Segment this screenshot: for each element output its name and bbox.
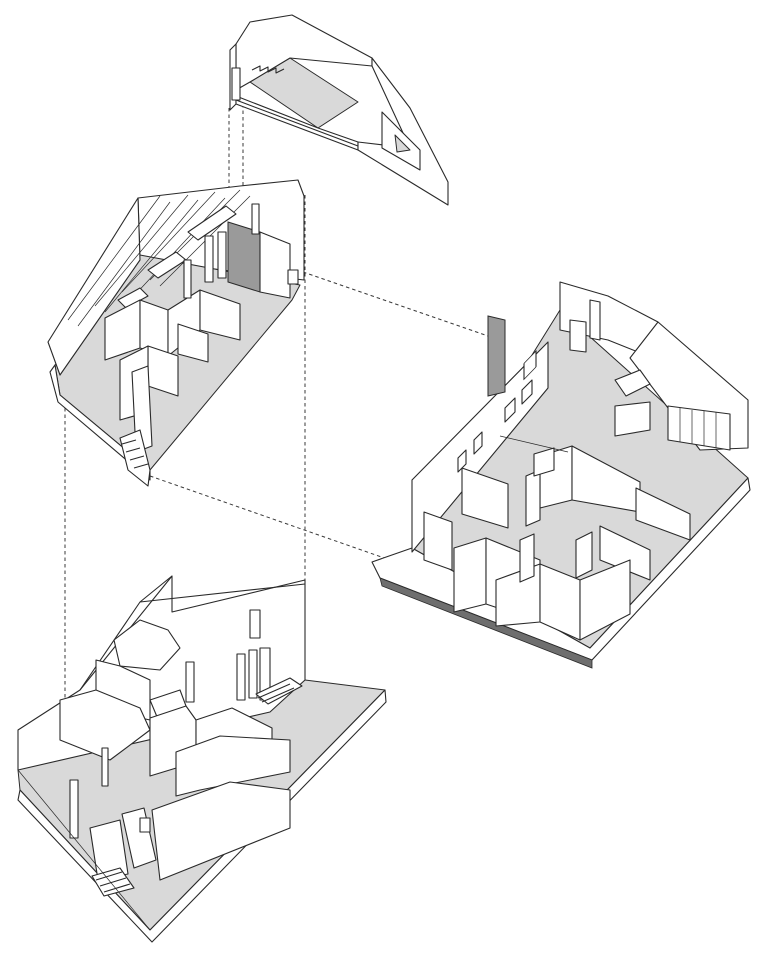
first-kitchen-counter bbox=[614, 401, 651, 437]
roof-slab-line bbox=[235, 99, 359, 147]
upper-skylight-3 bbox=[117, 287, 149, 309]
upper-stair-treads bbox=[121, 439, 149, 469]
first-windows bbox=[457, 379, 533, 473]
roof-stair bbox=[251, 65, 285, 74]
alignment-line-upper-to-first-top bbox=[302, 271, 489, 337]
roof-level bbox=[229, 14, 449, 206]
first-window-1 bbox=[523, 350, 537, 381]
roof-dormer-floor bbox=[394, 134, 411, 153]
ground-left-edge bbox=[17, 769, 151, 931]
upper-partition-5 bbox=[177, 323, 209, 363]
ground-front-door bbox=[89, 819, 129, 881]
upper-glass-door-1 bbox=[204, 235, 214, 283]
ground-column-1 bbox=[101, 747, 109, 787]
ground-floor-level bbox=[17, 575, 387, 943]
ground-window bbox=[249, 609, 261, 639]
first-partition-1 bbox=[423, 511, 453, 571]
first-floor-level bbox=[371, 281, 751, 669]
upper-front-door bbox=[131, 365, 153, 453]
ground-roof-line bbox=[139, 583, 306, 603]
upper-partition-4 bbox=[199, 289, 241, 341]
first-slab-dark-edge bbox=[379, 577, 593, 669]
alignment-line-upper-to-first-bottom bbox=[149, 475, 391, 561]
first-kitchen-top bbox=[614, 369, 651, 397]
ground-entry-window bbox=[139, 817, 151, 833]
ground-entry-treads bbox=[95, 871, 131, 893]
upper-roof-slope bbox=[47, 197, 141, 376]
first-back-window bbox=[569, 319, 587, 353]
upper-end-wall bbox=[259, 231, 291, 299]
ground-front-wall bbox=[151, 781, 291, 881]
first-glass-cores bbox=[519, 447, 593, 583]
ground-partition-3 bbox=[175, 735, 291, 797]
upper-window bbox=[287, 269, 299, 285]
first-shaded-panel bbox=[487, 315, 506, 397]
first-back-door bbox=[589, 299, 601, 341]
upper-glass-door-3 bbox=[183, 259, 192, 299]
upper-door-top bbox=[251, 203, 260, 235]
first-wardrobe bbox=[667, 405, 731, 451]
first-partition-6 bbox=[599, 525, 651, 581]
ground-glass-door-2 bbox=[248, 649, 258, 699]
ground-door-4 bbox=[185, 661, 195, 703]
first-partition-2 bbox=[461, 467, 509, 529]
upper-floor-level bbox=[47, 179, 305, 487]
roof-door bbox=[231, 67, 241, 101]
ground-glass-door-1 bbox=[236, 653, 246, 701]
upper-glass-door-2 bbox=[217, 231, 227, 279]
upper-skylight-1 bbox=[187, 205, 237, 241]
first-partition-5 bbox=[635, 487, 691, 541]
ground-column-2 bbox=[69, 779, 79, 839]
ground-entry-wall bbox=[121, 807, 157, 869]
roof-sloped-wall bbox=[357, 57, 449, 206]
first-front-room-5 bbox=[579, 559, 631, 641]
first-floor-line bbox=[499, 435, 569, 453]
first-front-room-1 bbox=[453, 537, 487, 613]
ground-stair-treads bbox=[257, 683, 295, 703]
